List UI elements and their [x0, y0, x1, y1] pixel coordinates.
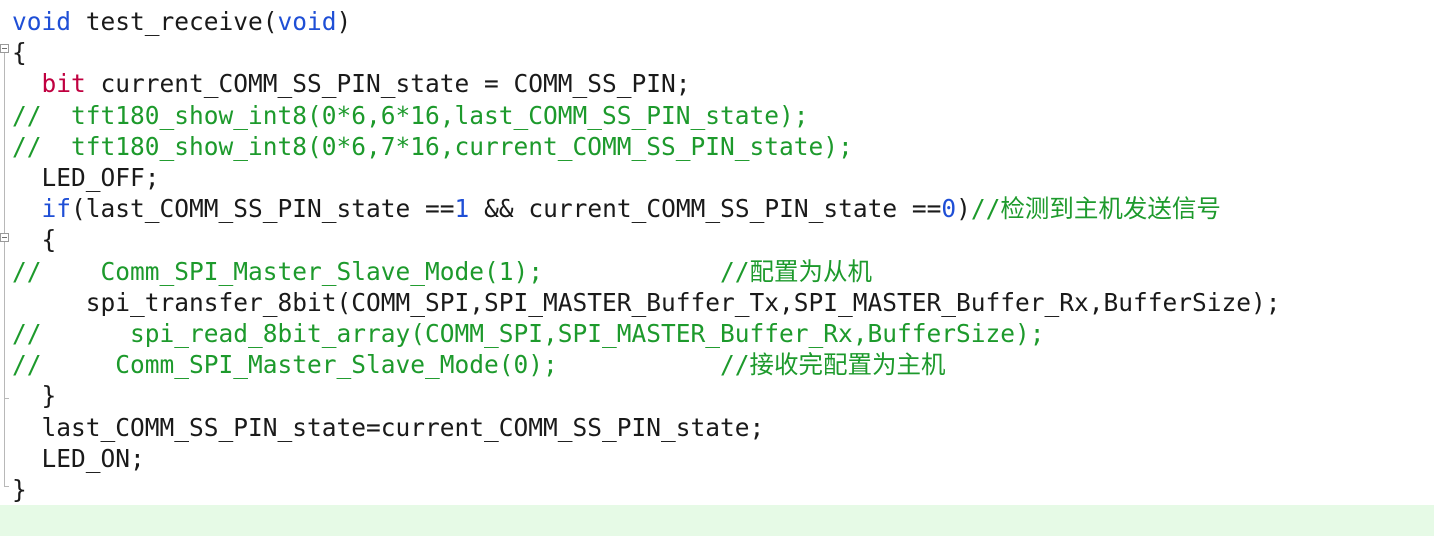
code-token: current_COMM_SS_PIN_state = COMM_SS_PIN; [85, 69, 691, 99]
fold-guide-line [4, 242, 5, 486]
code-token: { [12, 225, 57, 255]
code-line[interactable]: { [0, 224, 1434, 255]
fold-end-mark [4, 486, 9, 487]
current-line[interactable] [0, 505, 1434, 536]
code-line[interactable]: bit current_COMM_SS_PIN_state = COMM_SS_… [0, 68, 1434, 99]
code-token: if [41, 194, 72, 224]
code-line[interactable]: if(last_COMM_SS_PIN_state ==1 && current… [0, 193, 1434, 224]
code-line[interactable]: spi_transfer_8bit(COMM_SPI,SPI_MASTER_Bu… [0, 287, 1434, 318]
code-token: { [12, 38, 27, 68]
code-token: 1 [454, 194, 470, 224]
code-token: // Comm_SPI_Master_Slave_Mode(1); //配置为从… [12, 256, 873, 286]
code-token: // Comm_SPI_Master_Slave_Mode(0); //接收完配… [12, 350, 946, 380]
code-line-text: bit current_COMM_SS_PIN_state = COMM_SS_… [12, 68, 691, 99]
code-line-text: { [12, 37, 27, 68]
code-token: // tft180_show_int8(0*6,6*16,last_COMM_S… [12, 100, 809, 130]
code-line[interactable]: // tft180_show_int8(0*6,6*16,last_COMM_S… [0, 100, 1434, 131]
code-token [12, 194, 42, 223]
code-line[interactable]: // tft180_show_int8(0*6,7*16,current_COM… [0, 131, 1434, 162]
code-line-text: // spi_read_8bit_array(COMM_SPI,SPI_MAST… [12, 318, 1045, 349]
code-line[interactable]: void test_receive(void) [0, 6, 1434, 37]
code-line[interactable]: LED_OFF; [0, 162, 1434, 193]
code-line-text: } [12, 380, 57, 411]
fold-end-mark [4, 398, 9, 399]
code-token: spi_transfer_8bit(COMM_SPI,SPI_MASTER_Bu… [12, 287, 1281, 317]
fold-collapse-icon[interactable] [0, 233, 9, 242]
code-line[interactable]: } [0, 380, 1434, 411]
code-line[interactable]: LED_ON; [0, 443, 1434, 474]
code-token: //检测到主机发送信号 [970, 194, 1221, 224]
code-line[interactable]: last_COMM_SS_PIN_state=current_COMM_SS_P… [0, 412, 1434, 443]
code-token: (last_COMM_SS_PIN_state == [71, 194, 455, 224]
code-line[interactable]: // Comm_SPI_Master_Slave_Mode(0); //接收完配… [0, 349, 1434, 380]
code-token: LED_ON; [12, 443, 145, 473]
code-line-text: spi_transfer_8bit(COMM_SPI,SPI_MASTER_Bu… [12, 287, 1281, 318]
code-token: void [277, 7, 337, 36]
code-token: } [12, 381, 57, 411]
code-token: test_receive( [71, 7, 278, 36]
code-line-text: LED_ON; [12, 443, 145, 474]
code-line-text: // tft180_show_int8(0*6,7*16,current_COM… [12, 131, 853, 162]
code-token: bit [41, 69, 86, 99]
code-token: last_COMM_SS_PIN_state=current_COMM_SS_P… [12, 412, 765, 442]
code-line-text: last_COMM_SS_PIN_state=current_COMM_SS_P… [12, 412, 765, 443]
code-token: LED_OFF; [12, 163, 160, 192]
code-line[interactable]: { [0, 37, 1434, 68]
code-token: 0 [941, 194, 957, 224]
fold-guide-line [4, 53, 5, 233]
code-line-text: // Comm_SPI_Master_Slave_Mode(1); //配置为从… [12, 256, 872, 287]
code-line-text: } [12, 474, 27, 505]
code-line-text: void test_receive(void) [12, 6, 351, 37]
code-token: // spi_read_8bit_array(COMM_SPI,SPI_MAST… [12, 319, 1045, 348]
code-line-text: { [12, 224, 57, 255]
code-line-text: // Comm_SPI_Master_Slave_Mode(0); //接收完配… [12, 349, 946, 380]
code-token: ) [336, 7, 352, 36]
code-line[interactable]: } [0, 474, 1434, 505]
code-token: // tft180_show_int8(0*6,7*16,current_COM… [12, 131, 853, 161]
code-line-text: if(last_COMM_SS_PIN_state ==1 && current… [12, 193, 1221, 224]
code-token: } [12, 475, 27, 504]
code-line[interactable]: // Comm_SPI_Master_Slave_Mode(1); //配置为从… [0, 256, 1434, 287]
code-line-text: // tft180_show_int8(0*6,6*16,last_COMM_S… [12, 100, 809, 131]
code-line[interactable]: // spi_read_8bit_array(COMM_SPI,SPI_MAST… [0, 318, 1434, 349]
code-token [12, 69, 42, 98]
code-token: && current_COMM_SS_PIN_state == [469, 194, 942, 224]
code-token: ) [956, 194, 971, 224]
code-line-text: LED_OFF; [12, 162, 160, 193]
fold-collapse-icon[interactable] [0, 44, 9, 53]
code-token: void [12, 7, 72, 36]
